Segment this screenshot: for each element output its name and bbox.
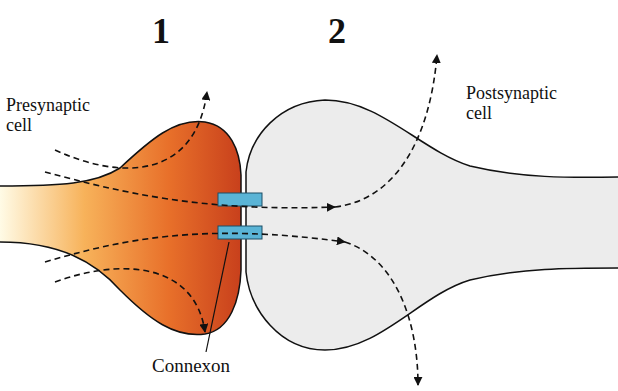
leader-line bbox=[206, 242, 229, 352]
presynaptic-cell bbox=[0, 122, 241, 335]
connexon-channel bbox=[218, 193, 262, 206]
presynaptic-outline bbox=[0, 122, 241, 335]
postsynaptic-cell bbox=[246, 100, 618, 350]
part-label: Connexon bbox=[152, 356, 230, 377]
connexon-channel bbox=[218, 226, 262, 239]
current-flow-arrows bbox=[45, 55, 437, 385]
callout-number: 2 bbox=[328, 12, 346, 52]
callout-number: 1 bbox=[152, 12, 170, 52]
postsynaptic-outline bbox=[246, 100, 618, 350]
cell-label: Postsynaptic cell bbox=[466, 84, 582, 124]
cell-label: Presynaptic cell bbox=[6, 96, 110, 136]
